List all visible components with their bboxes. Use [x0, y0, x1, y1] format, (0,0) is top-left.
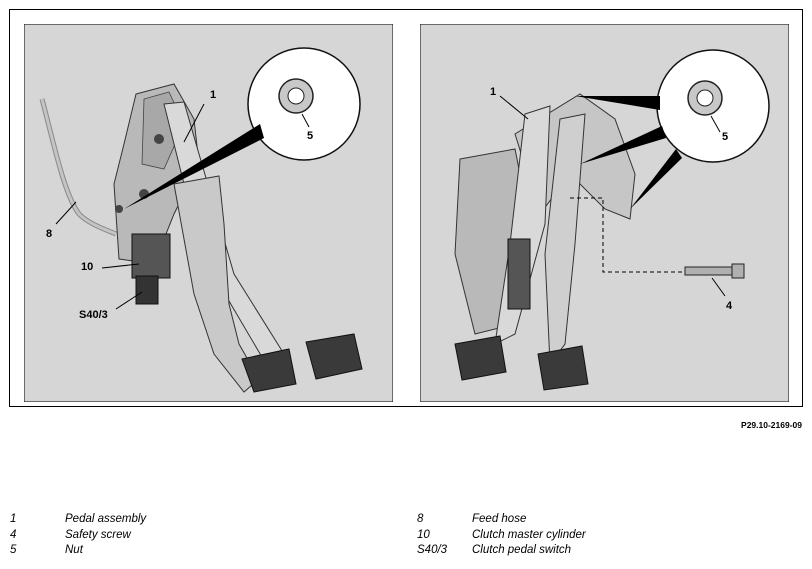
- clutch-pedal-switch: [135, 275, 159, 305]
- legend-description: Nut: [65, 544, 83, 556]
- legend-item: 4 Safety screw: [10, 529, 390, 545]
- legend-description: Pedal assembly: [65, 513, 147, 525]
- left-illustration: [24, 24, 393, 402]
- legend-description: Feed hose: [472, 513, 527, 525]
- figure-reference-code: P29.10-2169-09: [741, 420, 802, 430]
- legend-item: 5 Nut: [10, 544, 390, 560]
- legend-number: 1: [10, 513, 17, 525]
- legend-number: 10: [417, 528, 430, 541]
- left-callout-5: 5: [307, 130, 314, 142]
- right-callout-1: 1: [490, 86, 497, 98]
- right-callout-4: 4: [726, 300, 733, 312]
- left-illustration-panel: 1 5 8 10 S40/3: [24, 24, 393, 402]
- left-pedal-pad-1: [241, 348, 297, 393]
- legend-column-1: 1 Pedal assembly 4 Safety screw 5 Nut: [10, 513, 390, 560]
- legend-item: 8 Feed hose: [417, 513, 797, 529]
- left-callout-10: 10: [81, 261, 94, 273]
- right-illustration: [420, 24, 789, 402]
- legend-description: Clutch master cylinder: [472, 528, 586, 541]
- left-pedal-pad-2: [305, 333, 363, 380]
- legend-description: Clutch pedal switch: [472, 544, 572, 556]
- figure-frame: 1 5 8 10 S40/3: [9, 9, 803, 407]
- legend-description: Safety screw: [65, 528, 131, 541]
- legend-number: 8: [417, 513, 424, 525]
- clutch-master-cylinder: [131, 233, 171, 279]
- legend-item: 10 Clutch master cylinder: [417, 529, 797, 545]
- left-callout-8: 8: [46, 228, 53, 240]
- legend-number: 5: [10, 544, 17, 556]
- right-pedal-pad-2: [537, 345, 589, 391]
- clutch-spring: [507, 238, 531, 310]
- legend-item: 1 Pedal assembly: [10, 513, 390, 529]
- right-callout-5: 5: [722, 131, 729, 143]
- legend-number: 4: [10, 528, 17, 541]
- left-callout-s40-3: S40/3: [79, 309, 108, 321]
- legend-number: S40/3: [417, 544, 448, 556]
- right-illustration-panel: 1 5 4: [420, 24, 789, 402]
- left-callout-1: 1: [210, 89, 217, 101]
- legend-item: S40/3 Clutch pedal switch: [417, 544, 797, 560]
- right-pedal-pad-1: [454, 335, 507, 381]
- safety-screw: [684, 266, 734, 276]
- legend-column-2: 8 Feed hose 10 Clutch master cylinder S4…: [417, 513, 797, 560]
